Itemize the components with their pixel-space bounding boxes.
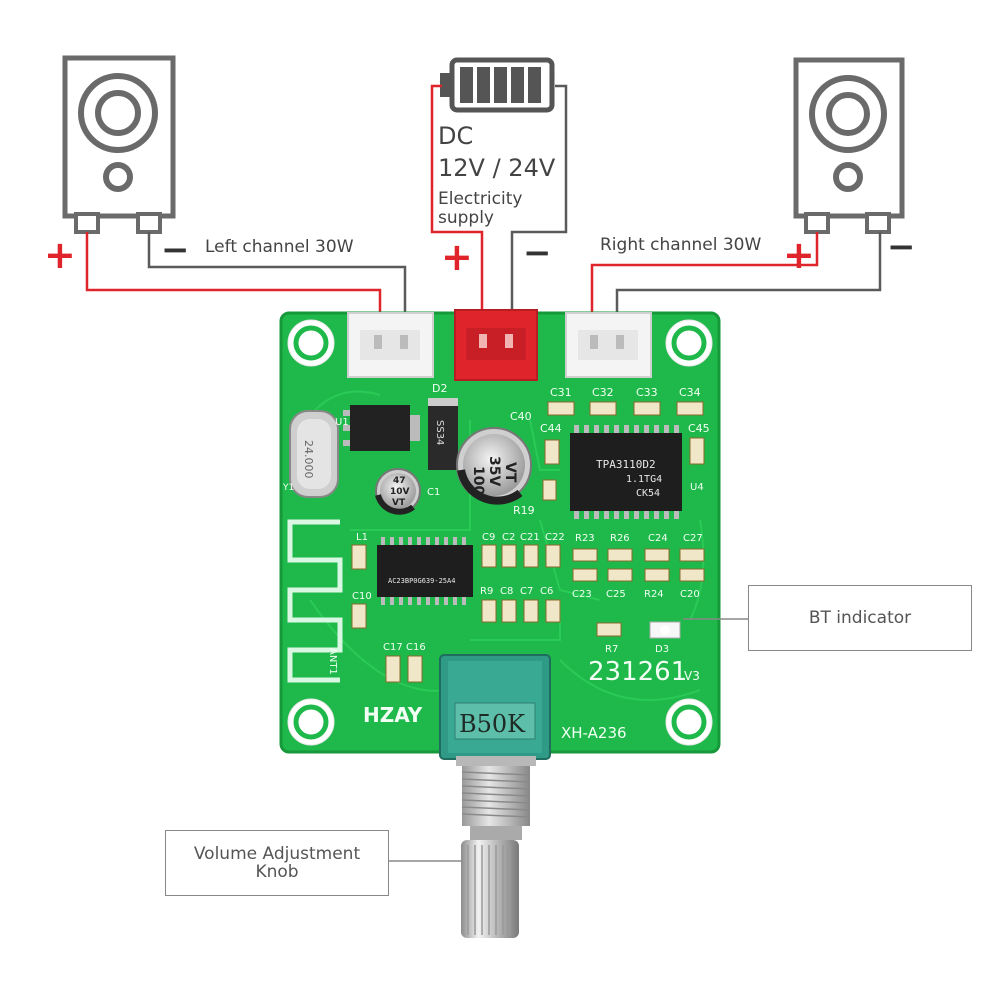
antenna-trace <box>287 519 343 683</box>
svg-text:C34: C34 <box>679 386 701 399</box>
svg-text:C8: C8 <box>500 586 513 597</box>
model-label: XH-A236 <box>561 724 627 742</box>
svg-text:C21: C21 <box>520 532 540 543</box>
svg-text:C24: C24 <box>648 533 668 544</box>
callout-lines <box>388 618 748 862</box>
svg-text:C16: C16 <box>406 642 426 653</box>
power-minus-sign: − <box>523 233 552 273</box>
svg-text:C44: C44 <box>540 422 562 435</box>
capacitor-100uf <box>456 427 532 505</box>
right-speaker-icon <box>793 57 905 234</box>
volume-callout-line2: Knob <box>255 862 299 882</box>
svg-text:C33: C33 <box>636 386 658 399</box>
power-supply-label: supply <box>438 208 494 228</box>
power-positive-wire <box>430 84 484 335</box>
cap-small-3: VT <box>392 498 406 508</box>
amp-chip-label-1: TPA3110D2 <box>596 458 656 471</box>
left-speaker-icon <box>62 55 176 234</box>
svg-text:U1: U1 <box>335 417 349 428</box>
right-minus-sign: − <box>887 227 916 267</box>
power-voltage-label: 12V / 24V <box>438 154 556 182</box>
svg-text:C31: C31 <box>550 386 572 399</box>
svg-text:C10: C10 <box>352 591 372 602</box>
svg-text:C23: C23 <box>572 589 592 600</box>
crystal-y1 <box>289 410 339 498</box>
pot-value-label: B50K <box>459 710 526 738</box>
bt-indicator-label: BT indicator <box>808 608 912 628</box>
diode-label: SS34 <box>434 420 445 445</box>
cap-big-1: 100 <box>470 466 486 495</box>
power-plus-sign: + <box>441 235 473 279</box>
cap-big-2: 35V <box>486 456 502 486</box>
bt-chip-label: AC23BP0G639-25A4 <box>388 577 455 585</box>
right-speaker-connector <box>565 312 652 378</box>
amp-chip-u4 <box>570 425 682 519</box>
right-channel-label: Right channel 30W <box>600 235 762 255</box>
svg-text:Y1: Y1 <box>282 483 294 493</box>
amp-chip-label-3: CK54 <box>636 488 660 499</box>
svg-text:C32: C32 <box>592 386 614 399</box>
cap-small-1: 47 <box>393 476 406 486</box>
antenna-label: ANT1 <box>327 648 338 675</box>
volume-potentiometer <box>439 654 551 760</box>
serial-label: 231261 <box>588 657 687 687</box>
svg-text:C45: C45 <box>688 422 710 435</box>
svg-text:R23: R23 <box>575 533 595 544</box>
svg-text:R24: R24 <box>644 589 664 600</box>
brand-label: HZAY <box>363 703 423 727</box>
right-plus-sign: + <box>783 233 815 277</box>
svg-text:L1: L1 <box>356 532 368 543</box>
svg-text:C25: C25 <box>606 589 626 600</box>
volume-callout-line1: Volume Adjustment <box>193 844 361 864</box>
svg-text:R26: R26 <box>610 533 630 544</box>
crystal-label: 24.000 <box>302 440 315 479</box>
svg-text:C2: C2 <box>502 532 515 543</box>
svg-text:R7: R7 <box>605 644 618 655</box>
svg-text:C17: C17 <box>383 642 403 653</box>
svg-text:U4: U4 <box>690 482 704 493</box>
bluetooth-chip <box>377 537 473 605</box>
power-electricity-label: Electricity <box>438 189 523 209</box>
svg-text:R9: R9 <box>480 586 493 597</box>
svg-text:C40: C40 <box>510 410 532 423</box>
left-plus-sign: + <box>44 233 76 277</box>
power-connector <box>454 309 538 381</box>
svg-text:D2: D2 <box>432 382 447 395</box>
right-positive-wire <box>590 232 819 345</box>
cap-big-3: VT <box>502 462 518 483</box>
svg-text:C27: C27 <box>683 533 703 544</box>
svg-text:C6: C6 <box>540 586 553 597</box>
svg-text:C9: C9 <box>482 532 495 543</box>
regulator-u1 <box>343 405 420 451</box>
version-label: V3 <box>684 669 700 683</box>
svg-text:C22: C22 <box>545 532 565 543</box>
power-negative-wire <box>510 84 568 335</box>
svg-text:C1: C1 <box>427 487 440 498</box>
bt-indicator-callout: BT indicator <box>748 585 972 651</box>
power-dc-label: DC <box>438 122 474 150</box>
capacitor-47uf <box>375 468 421 515</box>
diode-d2 <box>428 398 458 470</box>
left-channel-label: Left channel 30W <box>205 237 354 257</box>
svg-text:C7: C7 <box>520 586 533 597</box>
amp-chip-label-2: 1.1TG4 <box>626 474 662 485</box>
smd-components <box>351 401 705 683</box>
battery-icon <box>440 57 555 113</box>
svg-text:R19: R19 <box>513 504 535 517</box>
volume-knob-callout: Volume Adjustment Knob <box>165 830 389 896</box>
cap-small-2: 10V <box>390 487 410 497</box>
svg-text:D3: D3 <box>655 644 669 655</box>
left-negative-wire <box>147 232 407 345</box>
svg-text:C20: C20 <box>680 589 700 600</box>
left-minus-sign: − <box>161 230 190 270</box>
left-speaker-connector <box>347 312 434 378</box>
knob-icon <box>456 756 536 938</box>
pcb-board <box>279 309 721 760</box>
